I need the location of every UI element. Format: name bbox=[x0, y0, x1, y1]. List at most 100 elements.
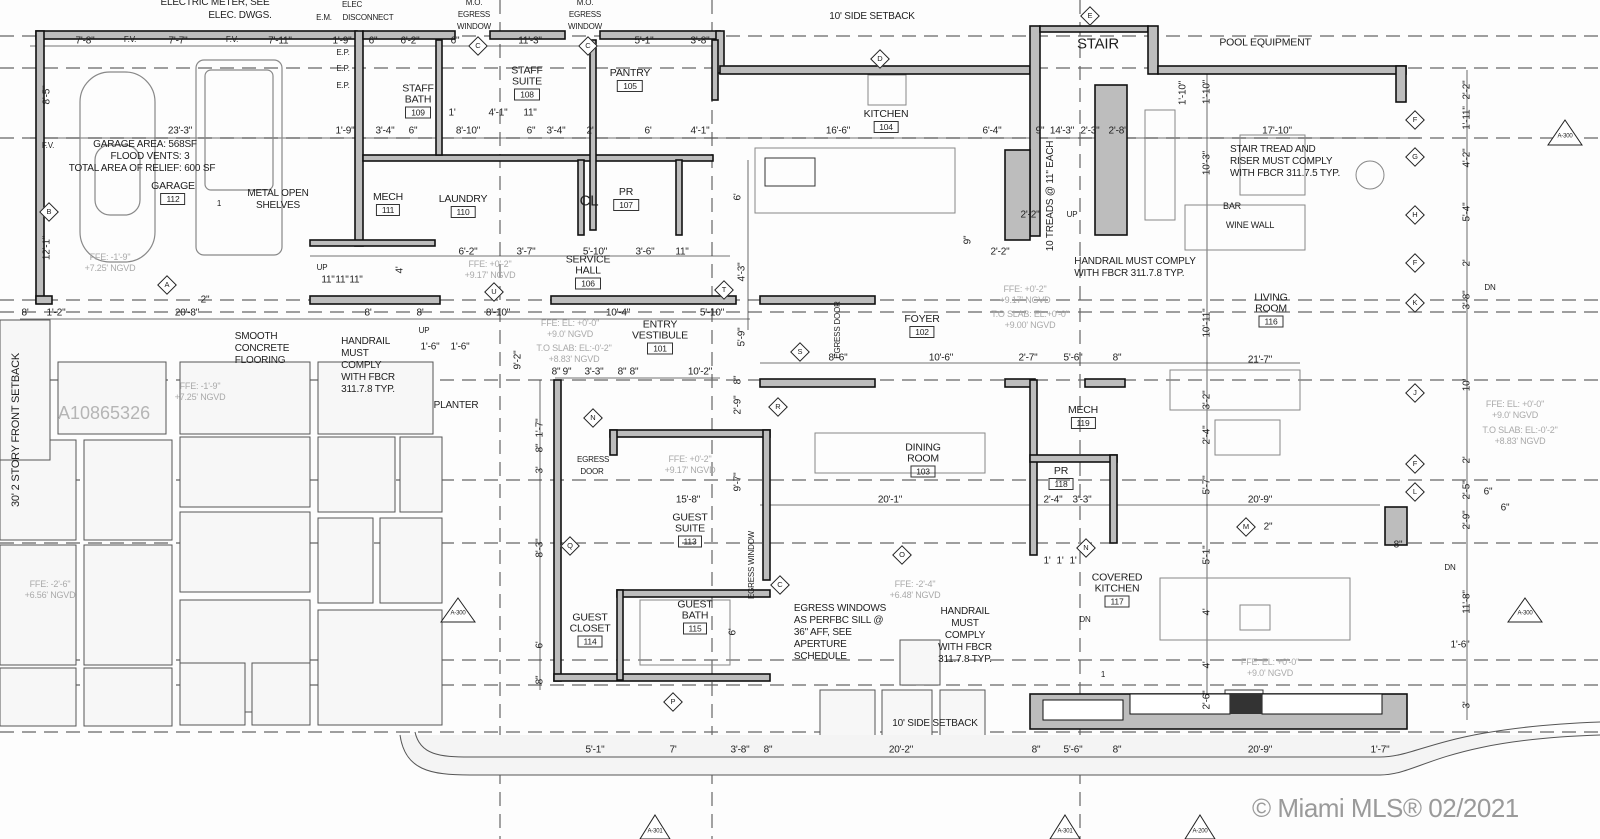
dimension-label: 2'-9" bbox=[1461, 510, 1473, 530]
dimension-label: 9'-7" bbox=[732, 472, 744, 492]
elevation-label: FFE: EL: +0'-0"+9.0' NGVD bbox=[1485, 399, 1545, 420]
elevation-label: FFE: -2'-4"+6.48' NGVD bbox=[889, 579, 941, 600]
dimension-label: 8'-10" bbox=[455, 125, 481, 137]
grid-tag-letter: T bbox=[721, 285, 727, 294]
dimension-label: 6" bbox=[526, 125, 536, 137]
dimension-label: 3'-3" bbox=[1072, 494, 1092, 506]
dimension-label: 11" bbox=[675, 246, 689, 258]
dimension-label: 20'-2" bbox=[888, 744, 914, 756]
dimension-label: 6" bbox=[368, 35, 378, 47]
dimension-label: 5'-10" bbox=[582, 246, 608, 258]
dimension-label: 20'-9" bbox=[1247, 744, 1273, 756]
label-dn: DN bbox=[1484, 283, 1496, 292]
section-marker: A-300 bbox=[1517, 610, 1533, 617]
grid-tag-letter: P bbox=[670, 697, 676, 706]
grid-tag-letter: J bbox=[1413, 388, 1417, 397]
note-electric-meter: ELECTRIC METER, SEE bbox=[160, 0, 270, 8]
note-side-setback-top: 10' SIDE SETBACK bbox=[829, 11, 915, 22]
dimension-label: 8' bbox=[416, 307, 424, 319]
label-dn: DN bbox=[1444, 563, 1456, 572]
dimension-label: 1'-7" bbox=[1370, 744, 1390, 756]
dimension-label: 2'-2" bbox=[990, 246, 1010, 258]
note-relief-area: TOTAL AREA OF RELIEF: 600 SF bbox=[68, 163, 216, 174]
grid-tag-letter: H bbox=[1412, 210, 1418, 219]
elevation-label: FFE: -1'-9"+7.25' NGVD bbox=[84, 252, 136, 273]
dimension-label: 7'-7" bbox=[168, 35, 188, 47]
revision-triangle: 1 bbox=[1100, 670, 1106, 679]
grid-tag-letter: O bbox=[899, 550, 905, 559]
dimension-label: 8' bbox=[21, 307, 29, 319]
elevation-label: FFE: +0'-2"+9.17' NGVD bbox=[664, 454, 716, 475]
dimension-label: 4'-2" bbox=[1461, 148, 1473, 168]
elevation-label: FFE: -1'-9"+7.25' NGVD bbox=[174, 381, 226, 402]
label-dn: DN bbox=[1079, 615, 1091, 624]
room-closet: CL bbox=[579, 192, 599, 210]
note-egress-door-guest: EGRESS DOOR bbox=[577, 455, 610, 476]
dimension-label: 3'-4" bbox=[375, 125, 395, 137]
dimension-label: 6'-4" bbox=[982, 125, 1002, 137]
dimension-label: 1'-6" bbox=[450, 341, 470, 353]
dimension-label: 20'-9" bbox=[1247, 494, 1273, 506]
grid-tag-letter: S bbox=[797, 347, 803, 356]
grid-tag-letter: L bbox=[1412, 487, 1418, 496]
dimension-label: 6" bbox=[1500, 502, 1510, 514]
dimension-label: 12'-1" bbox=[41, 235, 53, 261]
dimension-label: 1' bbox=[448, 107, 456, 119]
dimension-label: 5'-1" bbox=[585, 744, 605, 756]
dimension-label: 5'-10" bbox=[699, 307, 725, 319]
dimension-label: 6' bbox=[732, 193, 744, 201]
section-marker: A-300 bbox=[1557, 133, 1573, 140]
note-egress: EGRESS bbox=[457, 10, 491, 19]
dimension-label: 9'-2" bbox=[512, 350, 524, 370]
dimension-label: 8" bbox=[534, 443, 546, 453]
dimension-label: 3'-8" bbox=[730, 744, 750, 756]
grid-tag-letter: B bbox=[46, 207, 52, 216]
dimension-label: 8" bbox=[551, 366, 561, 378]
grid-tag-letter: F bbox=[1412, 258, 1418, 267]
dimension-label: 10'-3" bbox=[1201, 150, 1213, 176]
dimension-label: 2'-9" bbox=[732, 395, 744, 415]
note-elec: ELEC bbox=[341, 0, 363, 9]
note-disconnect: DISCONNECT bbox=[342, 13, 394, 22]
dimension-label: 5'-9" bbox=[736, 327, 748, 347]
dimension-label: 1' bbox=[1056, 555, 1064, 567]
dimension-label: 3'-8" bbox=[690, 35, 710, 47]
note-garage-area: GARAGE AREA: 568SF bbox=[93, 139, 197, 150]
dimension-label: 8'-6" bbox=[828, 352, 848, 364]
dimension-label: 3'-4" bbox=[546, 125, 566, 137]
dimension-label: 8" bbox=[1393, 539, 1403, 551]
dimension-label: 9" bbox=[962, 235, 974, 245]
label-ep: E.P. bbox=[336, 81, 350, 90]
dimension-label: 2'-6" bbox=[1201, 690, 1213, 710]
dimension-label: 2' bbox=[586, 125, 594, 137]
dimension-label: 1' bbox=[1043, 555, 1051, 567]
dimension-label: 10' bbox=[1461, 378, 1473, 392]
elevation-label: FFE: +0'-2"+9.17' NGVD bbox=[999, 284, 1051, 305]
note-window: WINDOW bbox=[568, 22, 602, 31]
dimension-label: 3'-8" bbox=[1461, 290, 1473, 310]
dimension-label: 8" bbox=[1112, 352, 1122, 364]
dimension-label: 11" bbox=[321, 274, 335, 286]
note-egress-window-guest: EGRESS WINDOW bbox=[747, 530, 756, 600]
dimension-label: 3' bbox=[534, 466, 546, 474]
dimension-label: 21'-7" bbox=[1247, 354, 1273, 366]
revision-triangle: 1 bbox=[216, 199, 222, 208]
section-marker: A-200 bbox=[1192, 828, 1208, 835]
grid-tag-letter: A bbox=[164, 280, 170, 289]
dimension-label: 11" bbox=[523, 107, 537, 119]
dimension-label: 8" bbox=[732, 375, 744, 385]
dimension-label: 6' bbox=[727, 628, 739, 636]
